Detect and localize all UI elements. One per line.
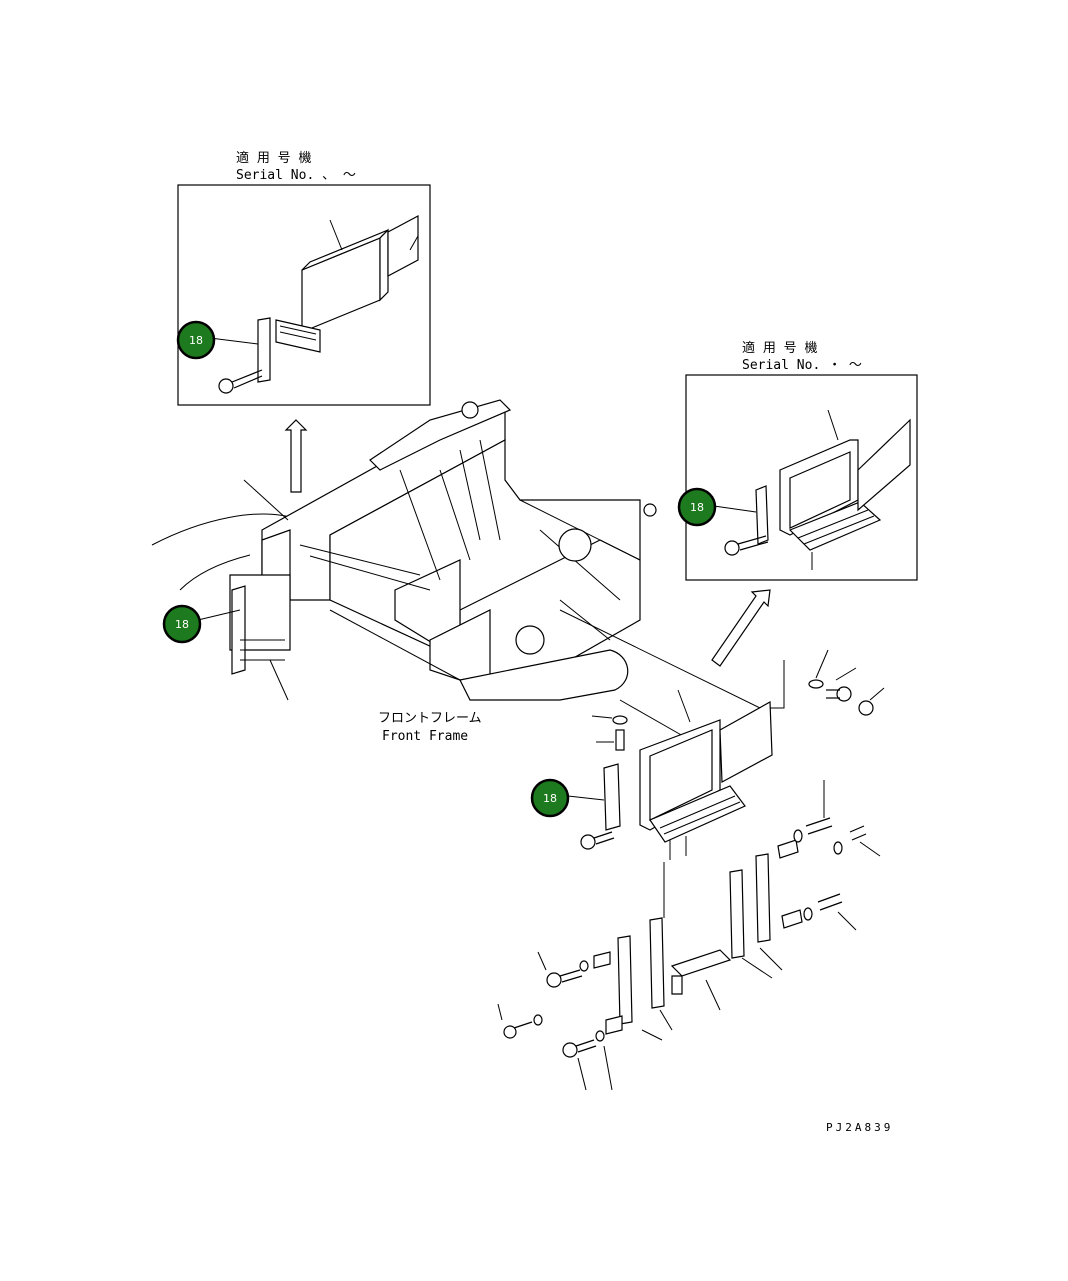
left-step-assembly	[229, 479, 291, 701]
inset-right-heading-en: Serial No. ・ ～	[742, 358, 862, 373]
inset-right-bolt	[724, 535, 769, 556]
arrow-up-icon	[284, 419, 308, 493]
frame-label-jp: フロントフレーム	[378, 711, 482, 726]
main-left-callout-number: 18	[175, 618, 189, 631]
bolt-icon	[803, 893, 857, 931]
bolt-icon	[793, 780, 833, 843]
lower-brackets	[593, 839, 803, 1041]
inset-top-heading-jp: 適 用 号 機	[236, 150, 311, 166]
inset-top-plate	[257, 317, 271, 383]
exploded-step-assembly	[639, 689, 773, 860]
main-step-callout: 18	[530, 778, 570, 818]
front-frame	[151, 399, 657, 701]
inset-right-step-assembly	[779, 409, 911, 570]
exploded-step-plate	[603, 763, 621, 831]
bolt-icon	[497, 1003, 543, 1039]
inset-right-plate	[755, 485, 769, 545]
washer-icon	[591, 715, 628, 725]
frame-label-en: Front Frame	[382, 729, 468, 744]
cap-icon	[858, 687, 885, 716]
inset-top-callout-number: 18	[189, 334, 203, 347]
inset-top-bolt	[218, 369, 263, 394]
inset-right-heading-jp: 適 用 号 機	[742, 340, 817, 356]
inset-right-box	[685, 374, 918, 581]
inset-right-callout: 18	[677, 487, 717, 527]
main-step-callout-number: 18	[543, 792, 557, 805]
bolt-icon	[833, 825, 881, 857]
inset-top: 適 用 号 機 Serial No. 、 ～ 18	[176, 150, 431, 406]
inset-top-step-assembly	[275, 215, 419, 353]
drawing-code: PJ2A839	[826, 1121, 893, 1134]
bolt-icon	[596, 729, 625, 751]
inset-top-box	[177, 184, 431, 406]
inset-right-callout-number: 18	[690, 501, 704, 514]
main-left-callout: 18	[162, 604, 202, 644]
inset-right: 適 用 号 機 Serial No. ・ ～ 18	[677, 340, 918, 581]
bolt-icon	[537, 951, 589, 988]
inset-top-heading-en: Serial No. 、 ～	[236, 168, 356, 183]
bolt-icon	[580, 831, 615, 850]
arrow-up-right-icon	[711, 589, 771, 667]
bolt-icon	[562, 1030, 605, 1091]
washer-icon	[808, 649, 829, 689]
bolt-icon	[826, 667, 857, 702]
inset-top-callout: 18	[176, 320, 216, 360]
